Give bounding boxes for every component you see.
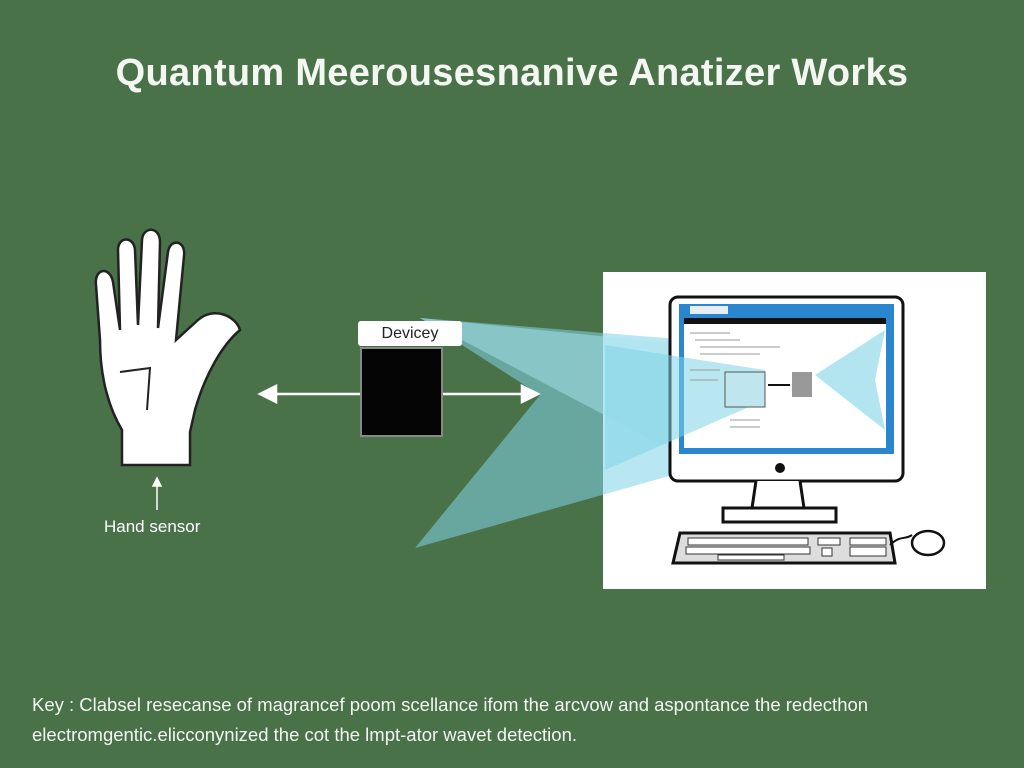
key-line-1: Key : Clabsel resecanse of magrancef poo… xyxy=(32,694,869,715)
keyboard-icon xyxy=(671,531,897,565)
hand-icon xyxy=(94,228,242,467)
key-line-2: electromgentic.elicconynized the cot the… xyxy=(32,724,578,745)
key-caption: Key : Clabsel resecanse of magrancef poo… xyxy=(32,690,1012,750)
computer-monitor-icon xyxy=(605,295,905,524)
hand-sensor-label: Hand sensor xyxy=(104,517,201,536)
diagram-title: Quantum Meerousesnanive Anatizer Works xyxy=(115,52,909,94)
mouse-icon xyxy=(889,529,946,557)
up-arrow-icon xyxy=(151,476,163,510)
device-label: Devicey xyxy=(358,321,462,346)
double-arrow-icon xyxy=(257,383,541,405)
device-icon xyxy=(360,347,443,437)
